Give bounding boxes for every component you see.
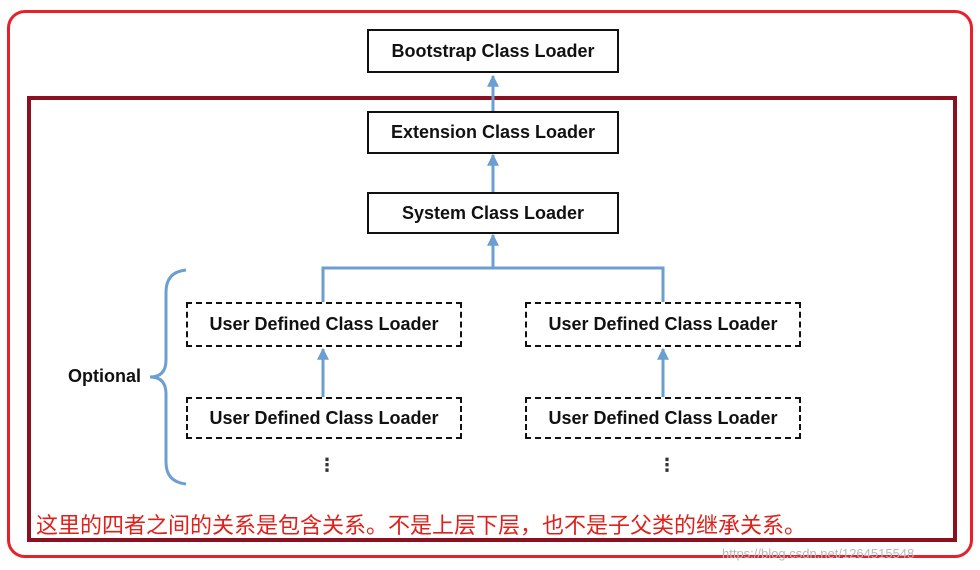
node-user-defined-left-bottom: User Defined Class Loader — [186, 397, 462, 439]
node-user-defined-right-bottom: User Defined Class Loader — [525, 397, 801, 439]
node-user-defined-left-top: User Defined Class Loader — [186, 302, 462, 347]
outer-highlight-frame — [7, 10, 973, 558]
optional-label: Optional — [68, 366, 141, 386]
node-user-defined-right-top: User Defined Class Loader — [525, 302, 801, 347]
watermark-url: https://blog.csdn.net/1264515548 — [722, 546, 915, 561]
optional-brace — [149, 268, 187, 486]
annotation-caption: 这里的四者之间的关系是包含关系。不是上层下层，也不是子父类的继承关系。 — [36, 514, 807, 539]
ellipsis-left: ⋮ — [318, 455, 336, 475]
branch-user-to-system — [321, 266, 665, 302]
ellipsis-right: ⋮ — [658, 455, 676, 475]
node-system-class-loader: System Class Loader — [367, 192, 619, 234]
node-bootstrap-class-loader: Bootstrap Class Loader — [367, 29, 619, 73]
node-extension-class-loader: Extension Class Loader — [367, 111, 619, 154]
